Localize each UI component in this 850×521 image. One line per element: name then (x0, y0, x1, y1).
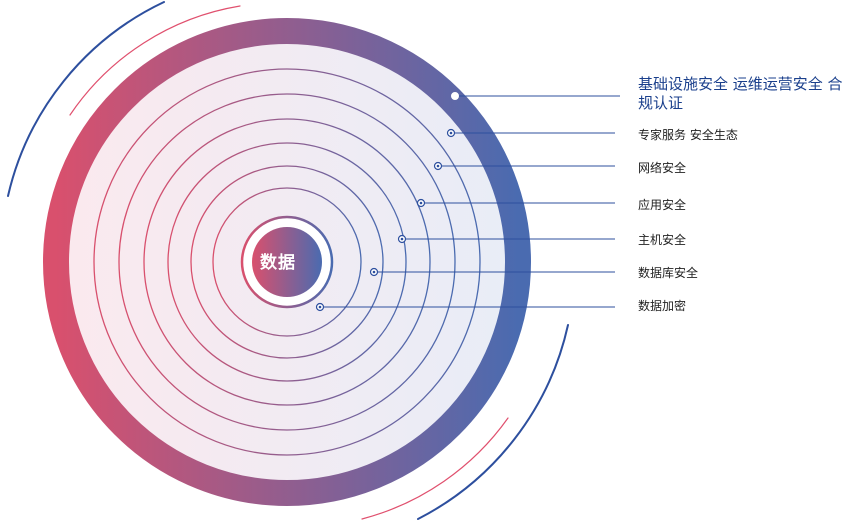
marker-dots (318, 131, 453, 309)
ring-4 (167, 142, 407, 382)
decorative-arc-bottom-right-blue (417, 324, 569, 520)
concentric-rings (93, 68, 481, 456)
leader-lines (320, 95, 620, 308)
layer-label-host-security: 主机安全 (638, 233, 687, 247)
center-core (252, 227, 322, 297)
layer-label-application-security: 应用安全 (638, 198, 687, 212)
layer-label-database-security: 数据库安全 (638, 266, 699, 280)
decorative-arc-bottom-right-pink (361, 417, 509, 520)
layer-label-infrastructure: 基础设施安全 运维运营安全 合规认证 (638, 75, 843, 112)
layer-label-expert-services: 专家服务 安全生态 (638, 128, 738, 142)
layer-label-network-security: 网络安全 (638, 161, 687, 175)
ring-2 (118, 93, 456, 431)
marker-1 (451, 92, 459, 100)
layer-label-data-encryption: 数据加密 (638, 299, 687, 313)
center-label: 数据 (260, 253, 296, 273)
ring-5 (190, 165, 384, 359)
ring-1 (93, 68, 481, 456)
decorative-arc-top-left-blue (7, 1, 165, 197)
ring-6 (212, 187, 362, 337)
ring-3 (143, 118, 431, 406)
decorative-arc-top-left-pink (69, 5, 241, 116)
